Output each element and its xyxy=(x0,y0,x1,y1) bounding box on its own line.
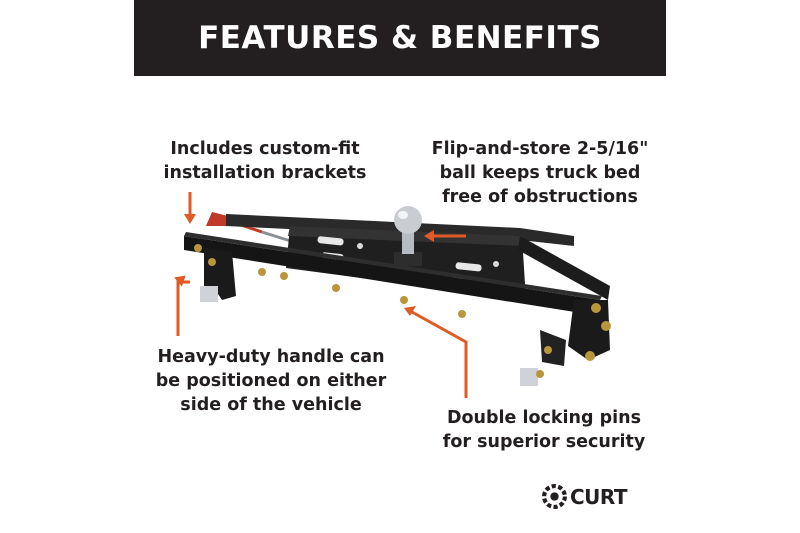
brand-logo: CURT xyxy=(542,484,628,509)
banner-title: FEATURES & BENEFITS xyxy=(198,19,602,56)
arrow-handle-icon xyxy=(174,275,190,336)
callout-ball: Flip-and-store 2-5/16" ball keeps truck … xyxy=(402,137,678,209)
callout-ball-line2: ball keeps truck bed xyxy=(439,163,641,183)
header-banner: FEATURES & BENEFITS xyxy=(134,0,666,76)
curt-gear-icon xyxy=(542,484,567,509)
callout-brackets-line2: installation brackets xyxy=(163,163,367,183)
arrow-brackets-icon xyxy=(184,192,196,224)
callout-brackets: Includes custom-fit installation bracket… xyxy=(140,137,390,185)
callout-ball-line3: free of obstructions xyxy=(442,187,638,207)
callout-handle-line1: Heavy-duty handle can xyxy=(157,347,385,367)
callout-handle-line2: be positioned on either xyxy=(155,371,387,391)
gooseneck-hitch-icon xyxy=(184,214,611,386)
callout-pins: Double locking pins for superior securit… xyxy=(425,406,663,454)
arrow-ball-icon xyxy=(424,230,466,242)
hitch-ball-icon xyxy=(394,206,422,266)
logo-text: CURT xyxy=(570,484,628,509)
callout-pins-line1: Double locking pins xyxy=(446,408,641,428)
arrow-pins-icon xyxy=(404,306,468,398)
callout-handle-line3: side of the vehicle xyxy=(180,395,362,415)
callout-brackets-line1: Includes custom-fit xyxy=(170,139,360,159)
callout-pins-line2: for superior security xyxy=(442,432,646,452)
callout-handle: Heavy-duty handle can be positioned on e… xyxy=(140,345,402,417)
callout-ball-line1: Flip-and-store 2-5/16" xyxy=(431,139,649,159)
